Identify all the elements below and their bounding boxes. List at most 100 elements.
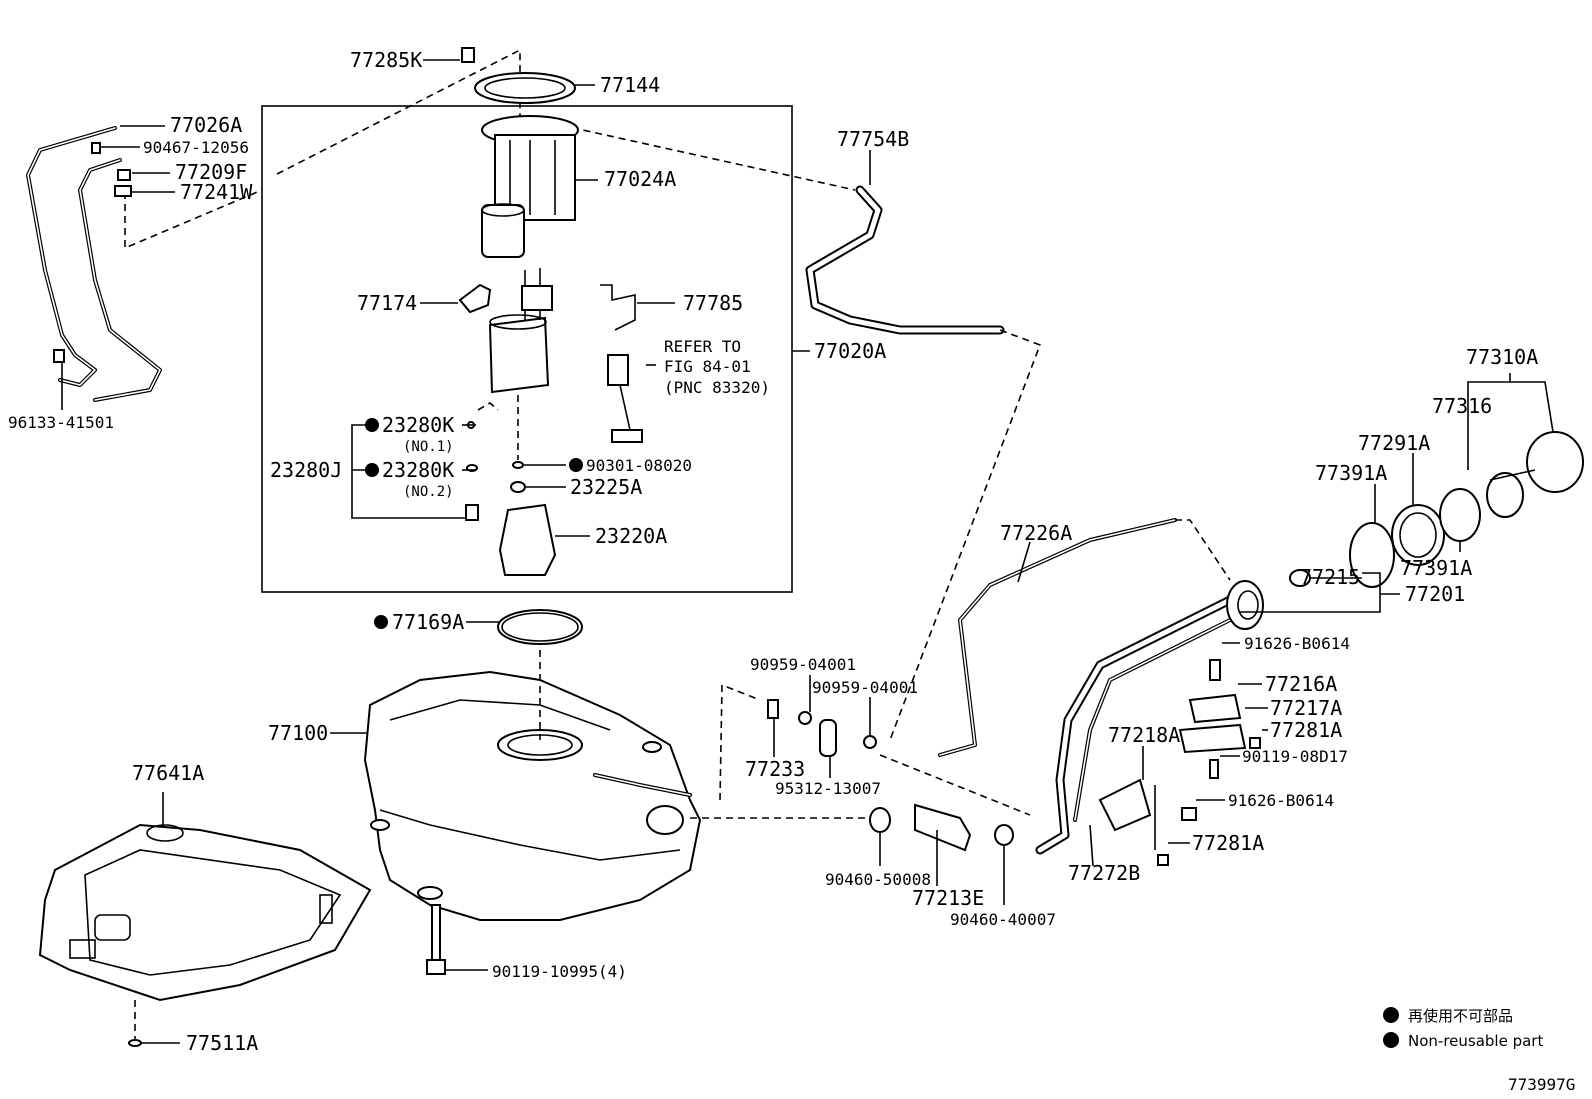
non-reusable-marker — [365, 463, 379, 477]
nut-77281A-a — [1249, 737, 1261, 749]
label-no2: (NO.2) — [403, 484, 454, 500]
label-77026A: 77026A — [170, 113, 242, 137]
non-reusable-marker — [374, 615, 388, 629]
legend-jp: 再使用不可部品 — [1408, 1007, 1513, 1025]
grommet-77511A — [128, 1039, 142, 1047]
part-labels: 77285K 77144 77026A 90467-12056 77209F 7… — [8, 48, 1538, 1055]
label-77785: 77785 — [683, 291, 743, 315]
clamp-90467 — [91, 142, 101, 154]
label-77511A: 77511A — [186, 1031, 258, 1055]
label-77218A: 77218A — [1108, 723, 1180, 747]
label-77020A: 77020A — [814, 339, 886, 363]
legend-marker-jp — [1383, 1007, 1399, 1023]
bracket-77272B — [1098, 778, 1152, 832]
label-fig-84-01: FIG 84-01 — [664, 357, 751, 376]
regulator-23280J — [465, 504, 479, 521]
legend: 再使用不可部品 Non-reusable part — [1383, 1007, 1543, 1050]
label-77310A: 77310A — [1466, 345, 1538, 369]
label-23280J: 23280J — [270, 458, 342, 482]
oring-90301-08020 — [512, 461, 524, 469]
breather-tube-77226A — [938, 518, 1177, 757]
bracket-77174 — [458, 283, 492, 314]
label-77169A: 77169A — [392, 610, 464, 634]
label-90959-04001-a: 90959-04001 — [750, 655, 856, 674]
bracket-77217A — [1178, 723, 1247, 754]
label-90119-08D17: 90119-08D17 — [1242, 747, 1348, 766]
label-77215: 77215 — [1300, 565, 1360, 589]
label-91626-B0614-a: 91626-B0614 — [1244, 634, 1350, 653]
nut-77281A-b — [1157, 854, 1169, 866]
label-77144: 77144 — [600, 73, 660, 97]
grommet-96133 — [53, 349, 65, 363]
fuel-cap-77310A — [1526, 431, 1584, 493]
filler-pipe-77201 — [1035, 580, 1264, 855]
label-91626-B0614-b: 91626-B0614 — [1228, 791, 1334, 810]
bolt-91626-a — [1209, 659, 1221, 681]
oring-77391A-a — [1349, 522, 1395, 588]
clamp-90460-40007 — [994, 824, 1014, 846]
label-no1: (NO.1) — [403, 439, 454, 455]
label-95312-13007: 95312-13007 — [775, 779, 881, 798]
label-90460-40007: 90460-40007 — [950, 910, 1056, 929]
label-77233: 77233 — [745, 757, 805, 781]
label-77291A: 77291A — [1358, 431, 1430, 455]
sub-tank-23220A — [498, 503, 557, 576]
label-96133-41501: 96133-41501 — [8, 413, 114, 432]
bolt-90119-10995 — [431, 904, 441, 966]
hose-77213E — [914, 803, 972, 852]
label-90959-04001-b: 90959-04001 — [812, 678, 918, 697]
clip-90959-a — [798, 711, 812, 725]
bolt-91626-b — [1181, 807, 1197, 821]
label-77641A: 77641A — [132, 761, 204, 785]
label-77285K: 77285K — [350, 48, 422, 72]
clip-77241W — [114, 185, 132, 197]
assembly-box-77020A — [261, 105, 793, 593]
label-77272B: 77272B — [1068, 861, 1140, 885]
label-77391A-a: 77391A — [1315, 461, 1387, 485]
clip-77209F — [117, 169, 131, 181]
label-77213E: 77213E — [912, 886, 984, 910]
oring-77391A-b — [1439, 488, 1481, 542]
fuel-sender-gauge-77785 — [600, 284, 643, 443]
hose-77754B — [805, 185, 1005, 335]
label-77316: 77316 — [1432, 394, 1492, 418]
bracket-77216A — [1188, 693, 1242, 724]
clamp-90460-50008 — [869, 807, 891, 833]
label-77226A: 77226A — [1000, 521, 1072, 545]
fuel-pump-module-77024A — [481, 115, 579, 258]
label-pnc-83320: (PNC 83320) — [664, 378, 770, 397]
ring-77316 — [1486, 472, 1524, 518]
leader-lines — [101, 59, 1554, 1044]
protector-77641A — [38, 823, 372, 1002]
clip-90959-b — [863, 735, 877, 749]
hose-95312-13007 — [819, 719, 837, 757]
legend-marker-en — [1383, 1032, 1399, 1048]
label-90467-12056: 90467-12056 — [143, 138, 249, 157]
legend-en: Non-reusable part — [1408, 1032, 1543, 1050]
label-23280K-no1: 23280K — [382, 413, 454, 437]
filter-23225A — [510, 481, 526, 493]
non-reusable-marker — [569, 458, 583, 472]
label-23220A: 23220A — [595, 524, 667, 548]
bolt-90119-08D17 — [1209, 759, 1219, 779]
label-23280K-no2: 23280K — [382, 458, 454, 482]
label-77209F: 77209F — [175, 160, 247, 184]
hose-77233 — [767, 699, 779, 719]
label-77281A-b: 77281A — [1192, 831, 1264, 855]
fuel-pump-body — [488, 268, 553, 394]
label-77754B: 77754B — [837, 127, 909, 151]
vent-tube-77026A — [26, 126, 162, 402]
label-77281A-a: 77281A — [1270, 718, 1342, 742]
label-77391A-b: 77391A — [1400, 556, 1472, 580]
label-77216A: 77216A — [1265, 672, 1337, 696]
label-77024A: 77024A — [604, 167, 676, 191]
clip-77285K — [461, 47, 475, 63]
label-23225A: 23225A — [570, 475, 642, 499]
label-90301-08020: 90301-08020 — [586, 456, 692, 475]
fuel-tank-77100 — [363, 670, 702, 921]
label-77100: 77100 — [268, 721, 328, 745]
label-90119-10995: 90119-10995(4) — [492, 962, 627, 981]
figure-id: 773997G — [1508, 1075, 1575, 1094]
